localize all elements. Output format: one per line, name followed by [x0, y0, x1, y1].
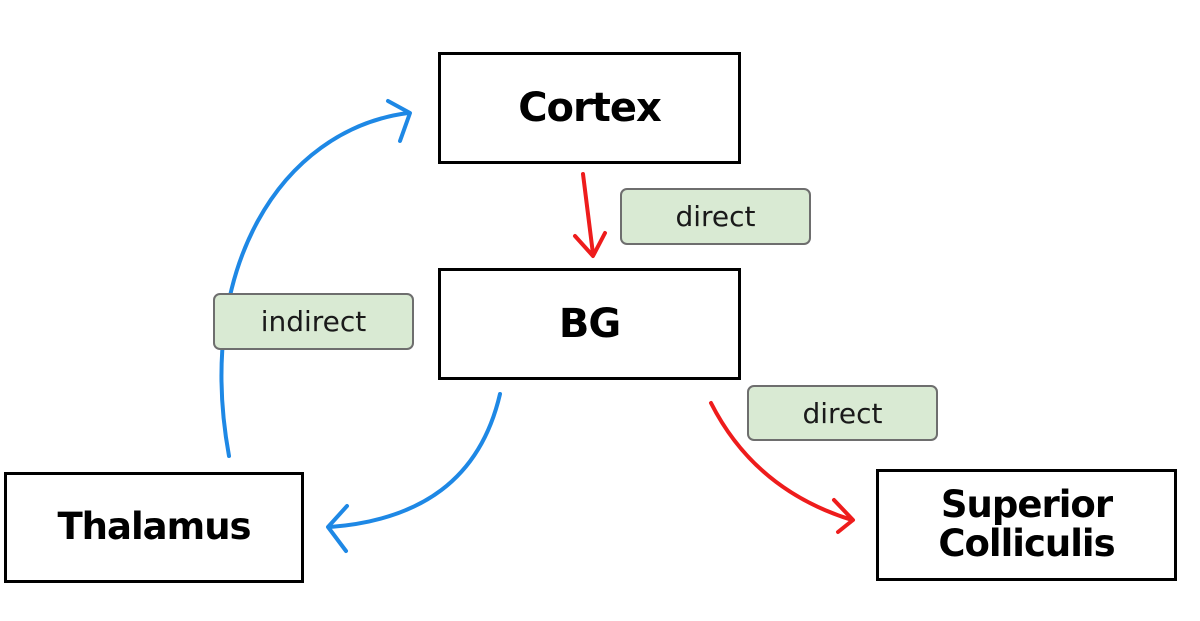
arrow-bg-to-superior-colliculis [709, 401, 855, 534]
arrow-cortex-to-bg [573, 172, 607, 258]
edge-label-cortex-to-bg: direct [620, 188, 811, 245]
arrow-bg-to-thalamus [326, 392, 502, 553]
node-cortex: Cortex [438, 52, 741, 164]
node-superior-colliculis: Superior Colliculis [876, 469, 1177, 581]
arrow-thalamus-to-cortex [219, 99, 412, 458]
edge-label-thalamus-to-cortex: indirect [213, 293, 414, 350]
edge-label-bg-to-superior-colliculis: direct [747, 385, 938, 441]
node-bg: BG [438, 268, 741, 380]
node-thalamus: Thalamus [4, 472, 304, 583]
